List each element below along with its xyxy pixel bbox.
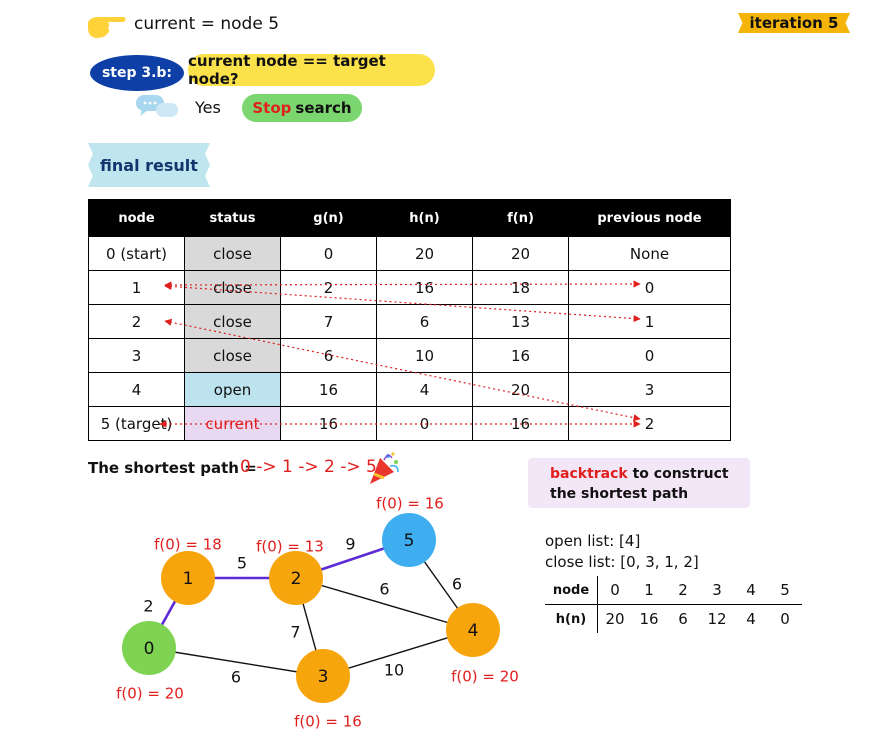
header-node: node [88,199,185,237]
backtrack-note: backtrack to construct the shortest path [528,458,750,508]
stop-word: Stop [252,99,292,117]
lists-block: open list: [4] close list: [0, 3, 1, 2] [545,531,699,573]
graph-node-f-label-5: f(0) = 16 [376,495,444,513]
heuristic-node: 0 [597,576,632,605]
iteration-banner: iteration 5 [738,13,850,33]
heuristic-node: 3 [700,576,734,605]
edge-weight-0-1: 2 [143,597,153,616]
heuristic-value-row: h(n) 20 16 6 12 4 0 [545,604,802,633]
stop-search-badge: Stop search [242,94,362,122]
graph-node-label-5: 5 [404,531,415,551]
graph-node-2 [269,551,323,605]
step-question: current node == target node? [188,52,435,88]
shortest-path-value: 0 -> 1 -> 2 -> 5 [240,457,377,477]
search-word: search [295,99,352,117]
table-header-row: node status g(n) h(n) f(n) previous node [88,199,731,237]
graph-node-f-label-4: f(0) = 20 [451,668,519,686]
chat-bubbles-icon [136,95,178,117]
backtrack-line2: the shortest path [550,486,689,502]
answer-text: Yes [195,98,221,117]
edge-weight-5-4: 6 [452,575,462,594]
heuristic-value: 16 [639,610,659,628]
edge-0-3 [148,647,324,677]
current-node-text: current = node 5 [134,14,280,34]
heuristic-node: 1 [632,576,666,605]
edge-weight-3-4: 10 [384,661,404,680]
heuristic-node: 2 [666,576,700,605]
edge-2-4 [295,577,474,631]
heuristic-value: 0 [780,610,790,628]
close-list: close list: [0, 3, 1, 2] [545,553,699,571]
party-popper-icon [370,452,399,484]
graph-node-f-label-0: f(0) = 20 [116,685,184,703]
graph-node-label-4: 4 [468,621,479,641]
graph-node-5 [382,513,436,567]
heuristic-value: 12 [707,610,727,628]
backtrack-word: backtrack [550,466,628,482]
graph-node-3 [296,649,350,703]
heuristic-node: 4 [734,576,768,605]
edge-weight-0-3: 6 [231,668,241,687]
cell-node: 0 (start) [88,236,185,271]
heuristic-node: 5 [768,576,802,605]
edge-weight-2-3: 7 [290,623,300,642]
step-badge: step 3.b: [90,55,184,91]
shortest-path-label: The shortest path = [88,459,257,477]
pointing-hand-icon [88,16,126,38]
heuristic-value: 6 [678,610,688,628]
heuristic-value-header: h(n) [545,604,598,633]
backtrack-rest: to construct [632,466,729,482]
header-status: status [184,199,281,237]
graph-node-f-label-3: f(0) = 16 [294,713,362,729]
header-f: f(n) [472,199,569,237]
heuristic-node-row: node 0 1 2 3 4 5 [545,576,802,605]
heuristic-value: 20 [605,610,625,628]
graph-node-1 [161,551,215,605]
graph-node-label-3: 3 [318,667,329,687]
edge-weight-1-2: 5 [237,554,247,573]
cell-h: 20 [376,236,473,271]
graph-node-label-2: 2 [291,569,302,589]
heuristic-table: node 0 1 2 3 4 5 h(n) 20 16 6 12 4 0 [545,576,802,633]
graph-node-label-0: 0 [144,639,155,659]
final-result-banner: final result [88,143,210,187]
edge-weight-2-5: 9 [345,535,355,554]
graph-node-f-label-1: f(0) = 18 [154,536,222,554]
graph-node-0 [122,621,176,675]
cell-prev: None [568,236,731,271]
header-g: g(n) [280,199,377,237]
header-previous-node: previous node [568,199,731,237]
edge-weight-2-4: 6 [379,580,389,599]
heuristic-value: 4 [746,610,756,628]
graph-node-label-1: 1 [183,569,194,589]
graph-node-f-label-2: f(0) = 13 [256,538,324,556]
graph-node-4 [446,603,500,657]
cell-g: 0 [280,236,377,271]
heuristic-node-header: node [545,576,598,605]
open-list: open list: [4] [545,532,641,550]
